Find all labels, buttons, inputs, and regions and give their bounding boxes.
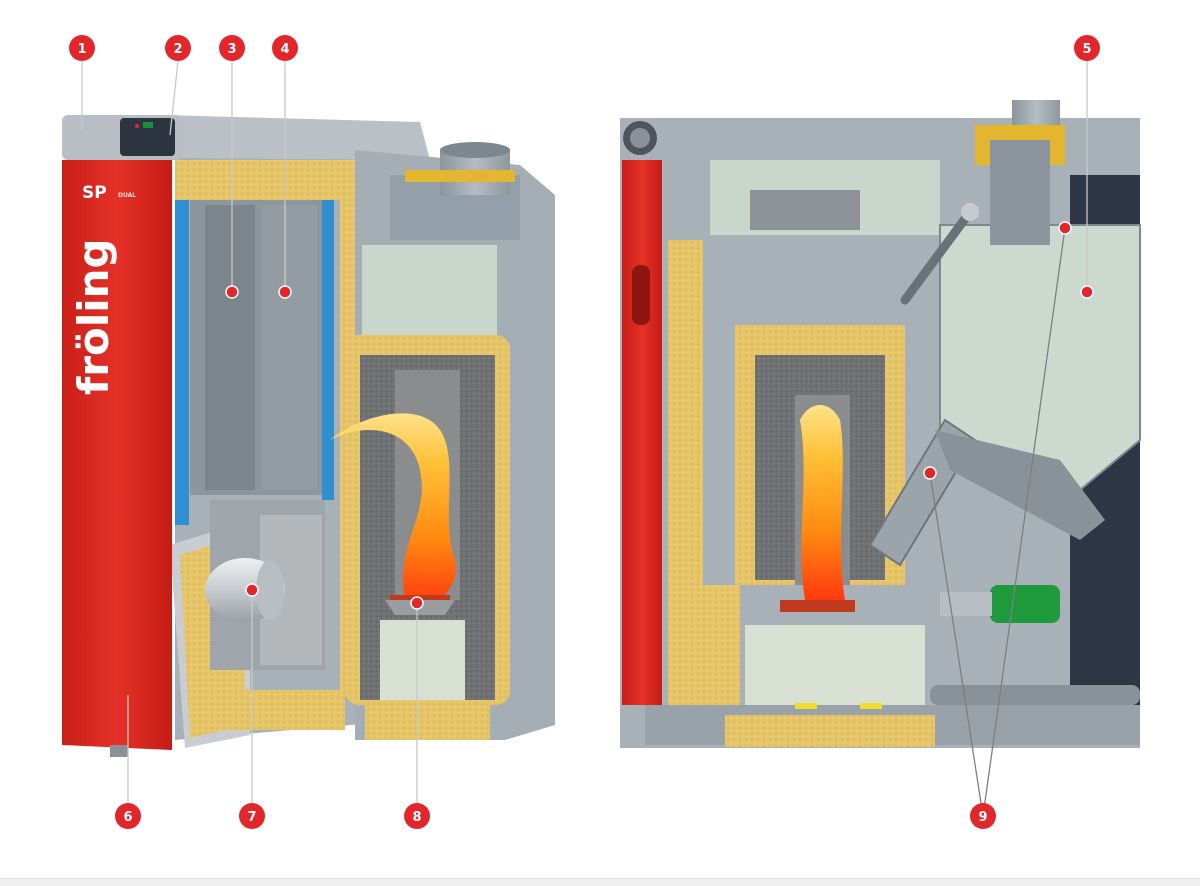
svg-text:9: 9 — [978, 810, 987, 825]
cleaning-lever — [900, 207, 975, 305]
callout-3: 3 — [219, 35, 245, 61]
leader-lines — [81, 60, 1088, 817]
svg-text:8: 8 — [412, 810, 421, 825]
svg-text:3: 3 — [227, 42, 236, 57]
svg-text:4: 4 — [280, 42, 289, 57]
flue-pipe-right — [1012, 100, 1060, 125]
left-top-panel — [160, 115, 430, 160]
callout-points — [225, 221, 1094, 610]
red-front-panel — [62, 158, 172, 750]
svg-text:2: 2 — [173, 42, 182, 57]
callout-7: 7 — [239, 803, 265, 829]
footer-divider — [0, 878, 1200, 886]
svg-text:5: 5 — [1082, 42, 1091, 57]
right-flame — [800, 405, 845, 600]
callout-6: 6 — [115, 803, 141, 829]
ash-box — [745, 625, 925, 705]
right-red-front — [622, 160, 662, 705]
svg-text:6: 6 — [123, 810, 132, 825]
model-badge-sub: DUAL — [118, 192, 136, 199]
burner-motor — [990, 585, 1060, 623]
callout-4: 4 — [272, 35, 298, 61]
left-boiler: fröling SP DUAL — [62, 115, 430, 757]
callout-5: 5 — [1074, 35, 1100, 61]
callout-9: 9 — [970, 803, 996, 829]
right-boiler — [620, 100, 1141, 748]
callout-2: 2 — [165, 35, 191, 61]
callout-1: 1 — [69, 35, 95, 61]
svg-text:7: 7 — [247, 810, 256, 825]
model-badge: SP — [82, 183, 107, 203]
left-pellet-section — [330, 142, 555, 740]
left-flame — [330, 413, 456, 605]
left-insulation-top — [175, 160, 345, 200]
svg-text:1: 1 — [77, 42, 86, 57]
callout-8: 8 — [404, 803, 430, 829]
water-jacket — [175, 195, 189, 525]
brand-logo: fröling — [69, 238, 118, 395]
